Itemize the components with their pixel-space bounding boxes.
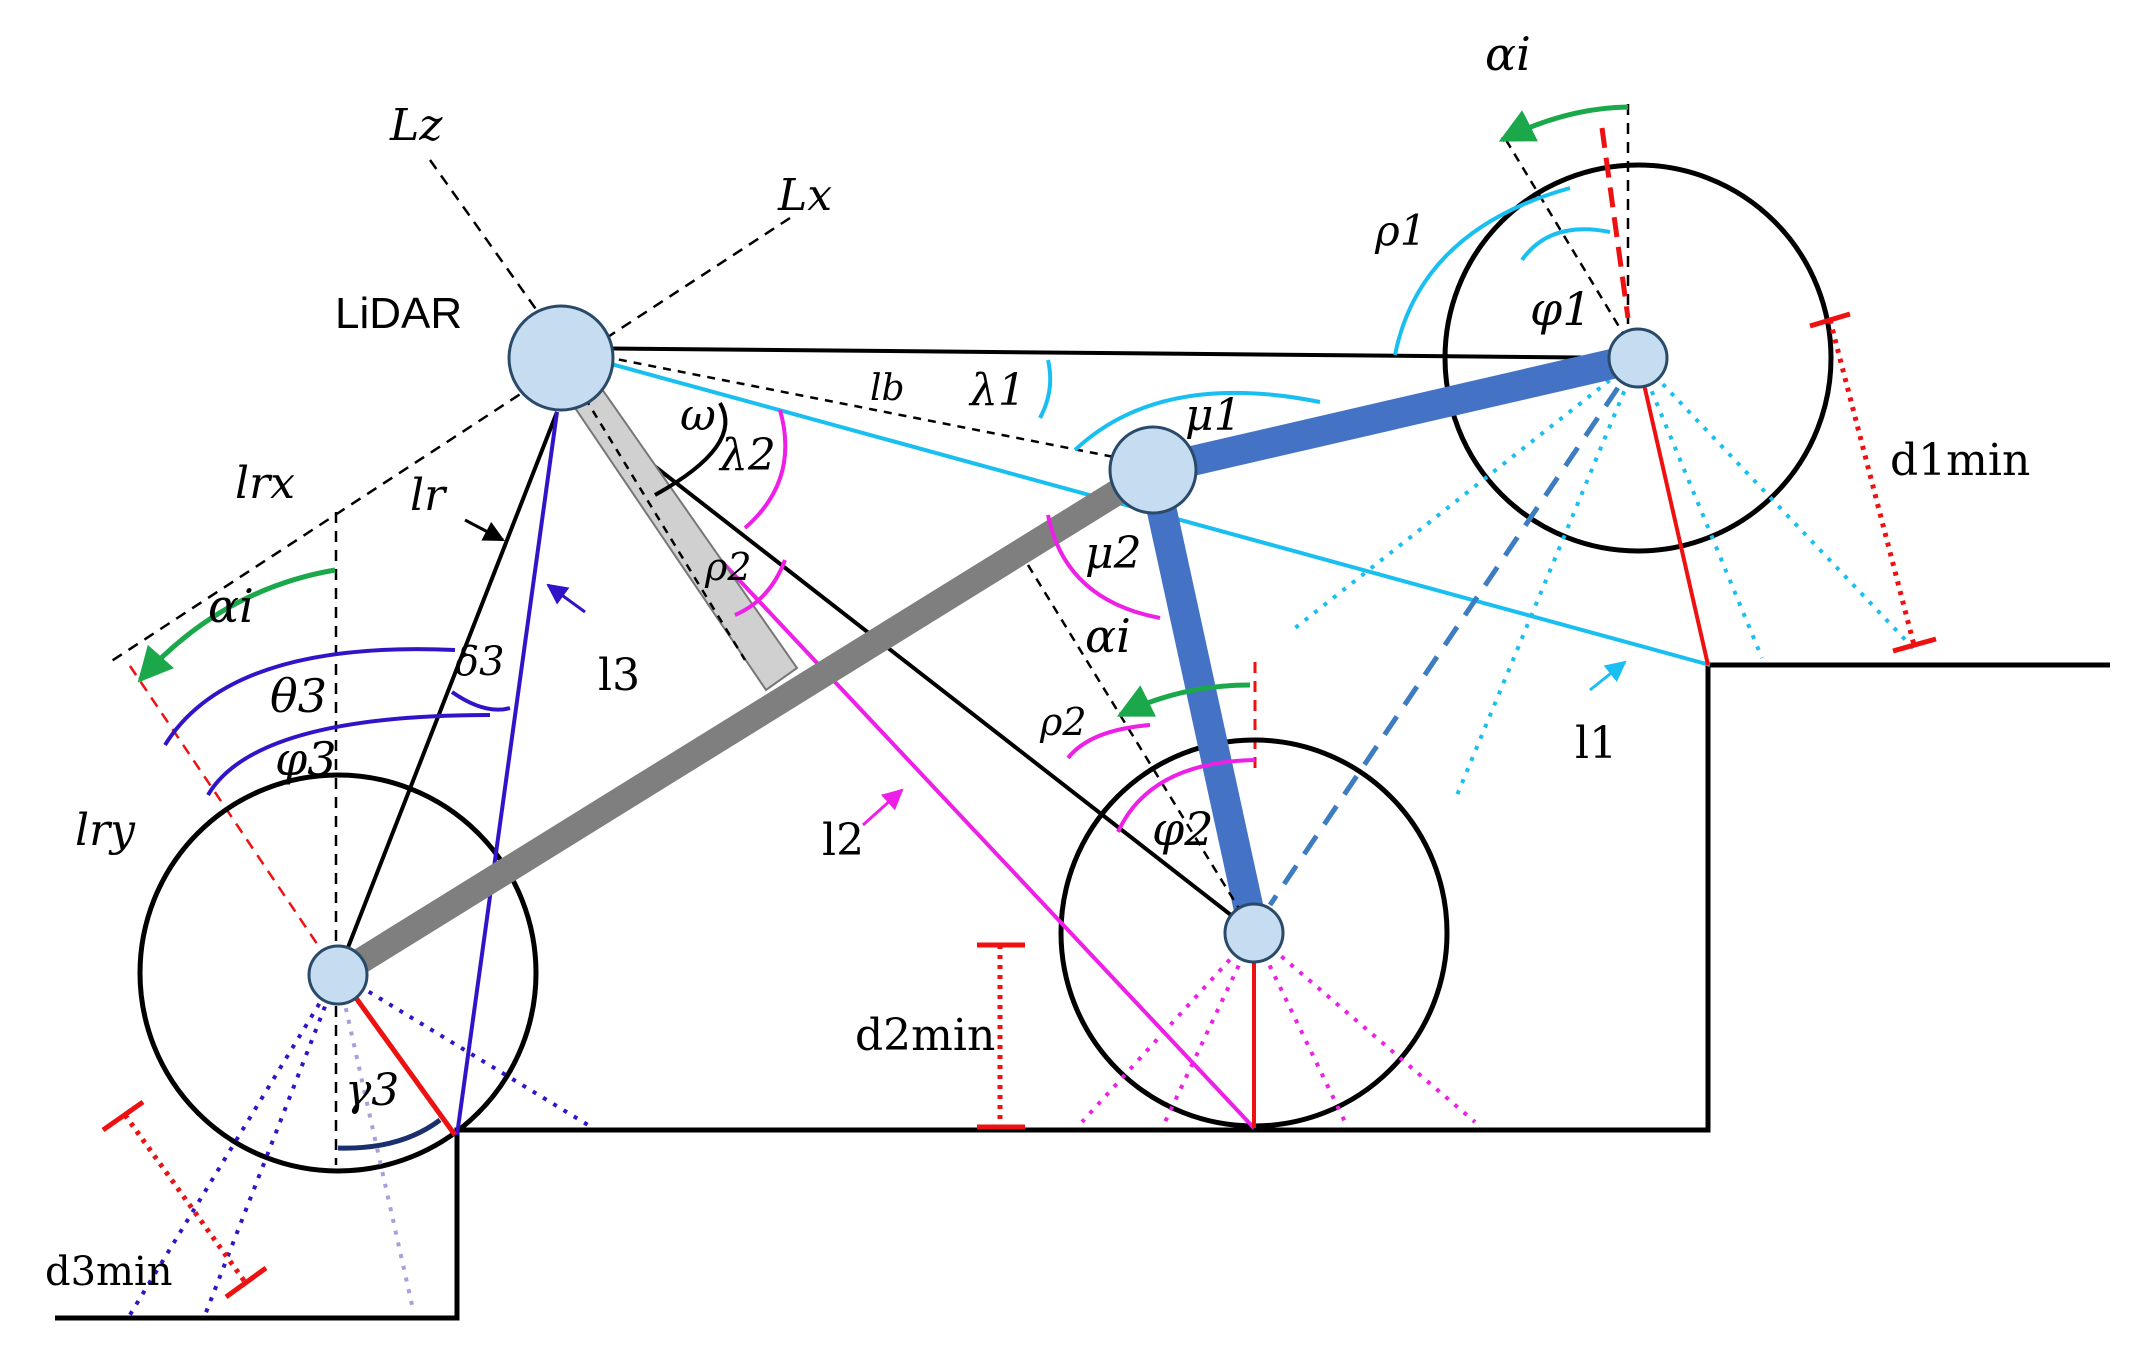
label-d2min: d2min	[855, 1010, 995, 1061]
alpha-arrow-left	[137, 567, 336, 683]
lr-line	[336, 411, 559, 974]
joint-middle	[1108, 425, 1198, 515]
red-ref-wheel1	[1599, 127, 1631, 319]
rho1-arc	[1393, 186, 1571, 356]
blue-link-lower	[1138, 466, 1269, 937]
red-contact-wheel1	[1636, 357, 1710, 666]
label-phi2: φ2	[1152, 802, 1213, 856]
phi3-arc	[206, 713, 491, 797]
wheel-3	[137, 772, 539, 1174]
label-rho2-upper: ρ2	[704, 545, 752, 589]
label-lx: Lx	[777, 170, 832, 221]
red-contact-wheel3	[335, 971, 458, 1137]
rho2-mid-arc	[1066, 723, 1151, 760]
label-alpha-top: αi	[1485, 27, 1531, 81]
lambda1-arc	[1038, 359, 1053, 419]
blue-dashed-link	[1267, 356, 1641, 907]
lambda2-arc	[743, 409, 788, 530]
d3min-bracket	[101, 1099, 268, 1300]
label-l3: l3	[598, 650, 640, 701]
alpha-arrow-top	[1498, 104, 1629, 143]
label-lb: lb	[870, 368, 905, 409]
label-gamma3: γ3	[345, 1065, 399, 1116]
joint-wheel3	[307, 944, 369, 1006]
label-l2: l2	[822, 815, 864, 866]
omega-dashed-line	[583, 397, 747, 661]
label-mu2: μ2	[1085, 528, 1142, 579]
label-omega: ω	[680, 390, 716, 441]
ground-profile	[55, 662, 2110, 1321]
rays-wheel3	[126, 971, 590, 1320]
label-alpha-mid: αi	[1085, 609, 1131, 663]
d2min-bracket	[977, 942, 1025, 1130]
gamma3-arc	[337, 1117, 442, 1151]
rho2-upper-arc	[734, 559, 787, 617]
label-l1: l1	[1575, 718, 1617, 769]
label-delta3: δ3	[455, 639, 505, 685]
axis-lry	[128, 665, 342, 979]
label-rho1: ρ1	[1374, 206, 1426, 255]
joint-wheel2	[1223, 902, 1285, 964]
l2-pointer	[861, 788, 904, 827]
label-lambda1: λ1	[968, 365, 1026, 416]
label-theta3: θ3	[270, 669, 327, 723]
label-rho2-mid: ρ2	[1039, 700, 1087, 744]
axis-lx	[109, 216, 791, 664]
top-frame-line	[559, 346, 1639, 360]
mu2-arc	[1046, 514, 1161, 620]
label-phi3: φ3	[275, 732, 336, 786]
lr-pointer	[464, 518, 505, 542]
l3-line	[455, 411, 559, 1136]
lidar-to-wheel2-line	[583, 410, 1256, 935]
alpha-ref-wheel1	[1504, 139, 1640, 359]
label-lz: Lz	[389, 100, 443, 151]
omega-arc	[654, 401, 728, 497]
alpha-ref-wheel2	[1026, 564, 1256, 934]
blue-link-upper	[1149, 343, 1642, 485]
label-alpha-left: αi	[208, 579, 254, 633]
label-lidar: LiDAR	[335, 289, 462, 338]
l1-pointer	[1589, 660, 1627, 692]
label-lambda2: λ2	[718, 430, 776, 481]
theta3-arc	[163, 647, 456, 747]
gray-body-link	[331, 458, 1160, 987]
label-lr: lr	[410, 470, 448, 521]
label-mu1: μ1	[1185, 390, 1242, 441]
rays-wheel2	[1080, 931, 1477, 1124]
label-lry: lry	[75, 805, 136, 856]
ray-wheel3-faint	[336, 972, 414, 1306]
mu1-arc	[1073, 390, 1321, 452]
lb-dashed-line	[559, 346, 1171, 470]
label-d3min: d3min	[45, 1249, 173, 1295]
phi2-arc	[1116, 758, 1256, 833]
delta3-arc	[450, 690, 511, 712]
joint-wheel1	[1607, 327, 1669, 389]
d1min-bracket	[1809, 311, 1937, 654]
l3-pointer	[546, 583, 586, 614]
phi1-arc	[1520, 227, 1611, 262]
label-d1min: d1min	[1890, 435, 2030, 486]
alpha-arrow-mid	[1116, 682, 1251, 718]
label-lrx: lrx	[235, 458, 295, 509]
label-phi1: φ1	[1530, 282, 1591, 336]
rays-wheel1	[1288, 356, 1917, 801]
lidar-sensor	[507, 304, 615, 412]
